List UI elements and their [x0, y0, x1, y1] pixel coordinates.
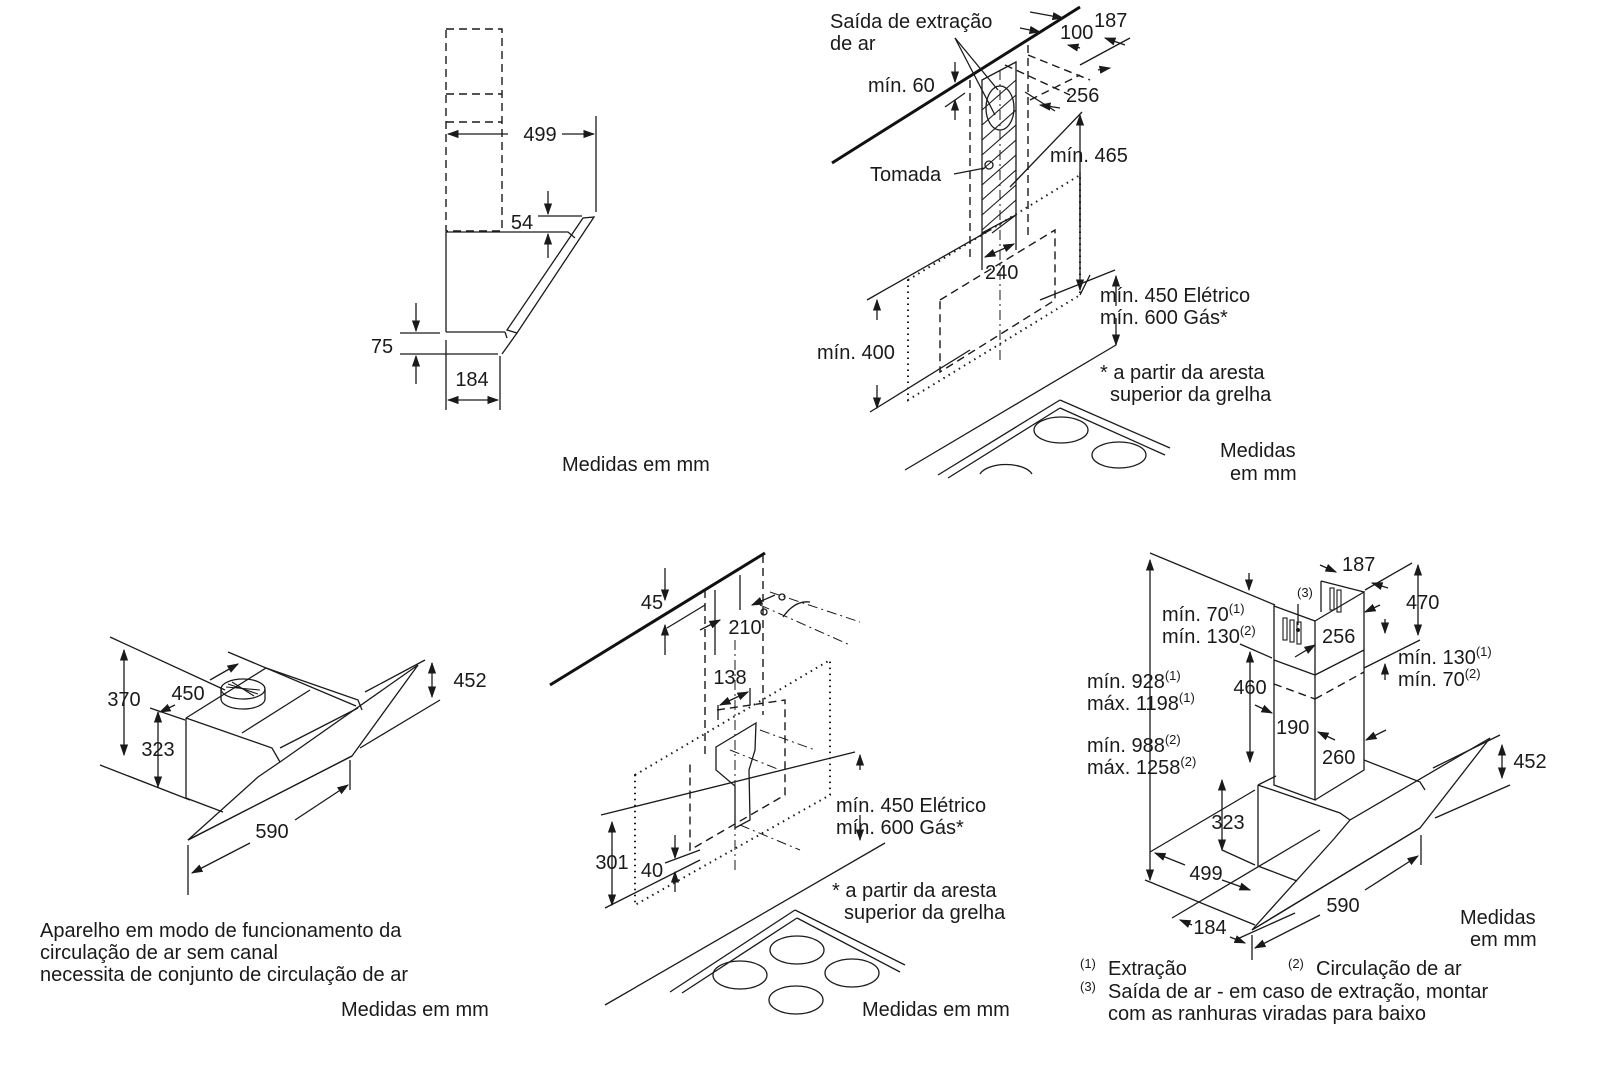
wall-screws-upper — [759, 591, 861, 646]
mounting-bracket — [715, 721, 757, 830]
min-130-right-label: mín. 130(1) — [1398, 644, 1492, 669]
min-928-label: mín. 928(1) — [1087, 668, 1181, 693]
dim-184: 184 — [1193, 917, 1226, 939]
dim-75: 75 — [371, 336, 393, 358]
max-1198-label: máx. 1198(1) — [1087, 690, 1195, 715]
air-outlet-label-1: Saída de extração — [830, 11, 992, 33]
dim-460: 460 — [1233, 677, 1266, 699]
glass-panel — [505, 216, 596, 334]
recirc-description-2: circulação de ar sem canal — [40, 942, 278, 964]
min-130-label: mín. 130(2) — [1162, 623, 1256, 648]
dim-470: 470 — [1406, 592, 1439, 614]
min-450-electric-label: mín. 450 Elétrico — [836, 795, 986, 817]
air-outlet-label-2: de ar — [830, 33, 876, 55]
dim-184: 184 — [455, 369, 488, 391]
side-view-caption: Medidas em mm — [562, 454, 710, 476]
dim-100: 100 — [1060, 22, 1093, 44]
min-400-label: mín. 400 — [817, 342, 895, 364]
dim-499: 499 — [1189, 863, 1222, 885]
dim-190: 190 — [1276, 717, 1309, 739]
note-line-1: * a partir da aresta — [1100, 362, 1265, 384]
hood-outline-dotted — [634, 658, 831, 907]
hood-body — [1257, 785, 1298, 882]
min-450-electric-label: mín. 450 Elétrico — [1100, 285, 1250, 307]
min-70-right-label: mín. 70(2) — [1398, 666, 1481, 691]
recirc-description-1: Aparelho em modo de funcionamento da — [40, 920, 402, 942]
dim-452: 452 — [453, 670, 486, 692]
chimney-iso-diagram: (3) 187 470 256 mín. 70(1) mín. 130(2) 4… — [1080, 552, 1547, 1025]
hood-body — [185, 718, 224, 813]
dim-187: 187 — [1094, 10, 1127, 32]
note-line-2: superior da grelha — [844, 902, 1006, 924]
duct-install-diagram: Saída de extração de ar mín. 60 Tomada 1… — [817, 5, 1297, 485]
min-70-label: mín. 70(1) — [1162, 601, 1245, 626]
dim-256: 256 — [1322, 626, 1355, 648]
legend-2-mark: (2) — [1288, 956, 1304, 971]
outlet-panel — [981, 60, 1017, 235]
side-view-diagram: 499 54 75 184 Medidas em mm — [371, 28, 710, 476]
dim-187: 187 — [1342, 554, 1375, 576]
recirc-description-3: necessita de conjunto de circulação de a… — [40, 964, 408, 986]
dim-256: 256 — [1066, 85, 1099, 107]
legend-3-mark: (3) — [1080, 979, 1096, 994]
bracket-caption: Medidas em mm — [862, 999, 1010, 1021]
legend-2-text: Circulação de ar — [1316, 958, 1462, 980]
dim-370: 370 — [107, 689, 140, 711]
chimney-outline — [445, 28, 503, 232]
dim-323: 323 — [1211, 812, 1244, 834]
cooktop — [937, 399, 1171, 479]
legend-1-text: Extração — [1108, 958, 1187, 980]
glass-panel — [1251, 737, 1491, 931]
legend-3-text-2: com as ranhuras viradas para baixo — [1108, 1003, 1426, 1025]
legend-1-mark: (1) — [1080, 956, 1096, 971]
socket-icon — [984, 160, 994, 170]
min-988-label: mín. 988(2) — [1087, 732, 1181, 757]
dim-260: 260 — [1322, 747, 1355, 769]
wall-screws-lower — [729, 729, 816, 851]
duct-caption-2: em mm — [1230, 463, 1297, 485]
legend-3-text-1: Saída de ar - em caso de extração, monta… — [1108, 981, 1489, 1003]
ceiling-line — [549, 551, 766, 687]
outlet-slots — [1282, 587, 1342, 645]
min-600-gas-label: mín. 600 Gás* — [1100, 307, 1228, 329]
dim-323: 323 — [141, 739, 174, 761]
min-465-label: mín. 465 — [1050, 145, 1128, 167]
min-600-gas-label: mín. 600 Gás* — [836, 817, 964, 839]
dim-452: 452 — [1513, 751, 1546, 773]
chimney-right-face — [1314, 590, 1365, 801]
note-line-2: superior da grelha — [1110, 384, 1272, 406]
min-60-label: mín. 60 — [868, 75, 935, 97]
recirc-caption: Medidas em mm — [341, 999, 489, 1021]
dim-301: 301 — [595, 852, 628, 874]
max-1258-label: máx. 1258(2) — [1087, 754, 1196, 779]
cooktop — [669, 909, 906, 1015]
outlet-panel-hatching — [981, 79, 1017, 234]
duct-caption-1: Medidas — [1220, 440, 1296, 462]
dim-40: 40 — [641, 860, 663, 882]
dim-240: 240 — [985, 262, 1018, 284]
recirculation-iso-diagram: 370 450 323 452 590 Aparelho em modo de … — [40, 636, 489, 1021]
dim-590: 590 — [1326, 895, 1359, 917]
dim-590: 590 — [255, 821, 288, 843]
glass-panel — [187, 664, 419, 841]
dim-210: 210 — [728, 617, 761, 639]
ref-3-label: (3) — [1297, 585, 1313, 600]
socket-label: Tomada — [870, 164, 942, 186]
chimney-caption-2: em mm — [1470, 929, 1537, 951]
bracket-install-diagram: 45 210 138 — [549, 551, 1010, 1021]
dim-499: 499 — [523, 124, 556, 146]
hood-body — [446, 231, 576, 239]
footnote-legend: (1) Extração (2) Circulação de ar (3) Sa… — [1080, 956, 1489, 1025]
dim-45: 45 — [641, 592, 663, 614]
hood-outline-dotted — [907, 173, 1081, 402]
chimney-caption-1: Medidas — [1460, 907, 1536, 929]
bracket-clip — [782, 601, 811, 618]
dim-54: 54 — [511, 212, 533, 234]
note-line-1: * a partir da aresta — [832, 880, 997, 902]
dim-450: 450 — [171, 683, 204, 705]
dim-138: 138 — [713, 667, 746, 689]
